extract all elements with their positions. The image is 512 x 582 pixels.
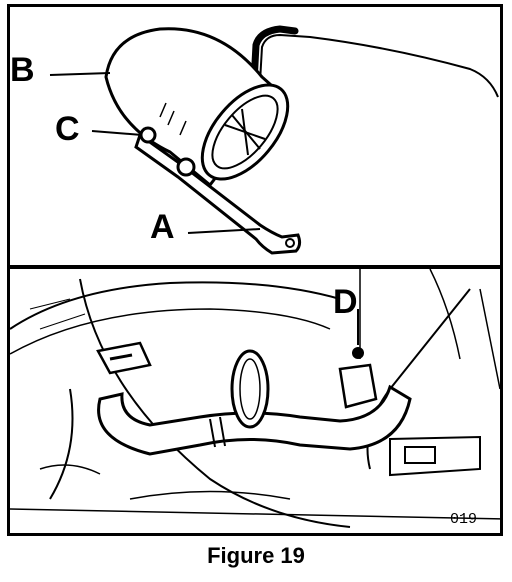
- engine-bay-drawing: [10, 269, 500, 528]
- mounting-nut: [352, 347, 364, 359]
- wire: [79, 278, 351, 528]
- leader-c: [91, 130, 143, 136]
- hose-stub: [250, 25, 299, 86]
- leader-b: [49, 72, 111, 76]
- electrical-connector: [96, 341, 152, 375]
- mounting-plate: [338, 363, 378, 409]
- callout-a: A: [150, 208, 175, 246]
- plate-number: 019: [450, 511, 478, 528]
- vacuum-hose: [259, 33, 499, 98]
- bracket-bolt: [176, 157, 196, 177]
- bottom-illustration-panel: [7, 266, 503, 536]
- callout-b: B: [10, 51, 35, 89]
- clamp-bolt: [139, 126, 157, 144]
- leader-a: [187, 228, 261, 234]
- callout-d: D: [333, 283, 358, 321]
- body-panel-edge: [10, 281, 341, 330]
- callout-c: C: [55, 110, 80, 148]
- hose-clamp: [230, 349, 270, 429]
- figure-caption: Figure 19: [207, 543, 305, 568]
- filter-canister-drawing: [49, 25, 499, 255]
- top-illustration-panel: [7, 4, 503, 268]
